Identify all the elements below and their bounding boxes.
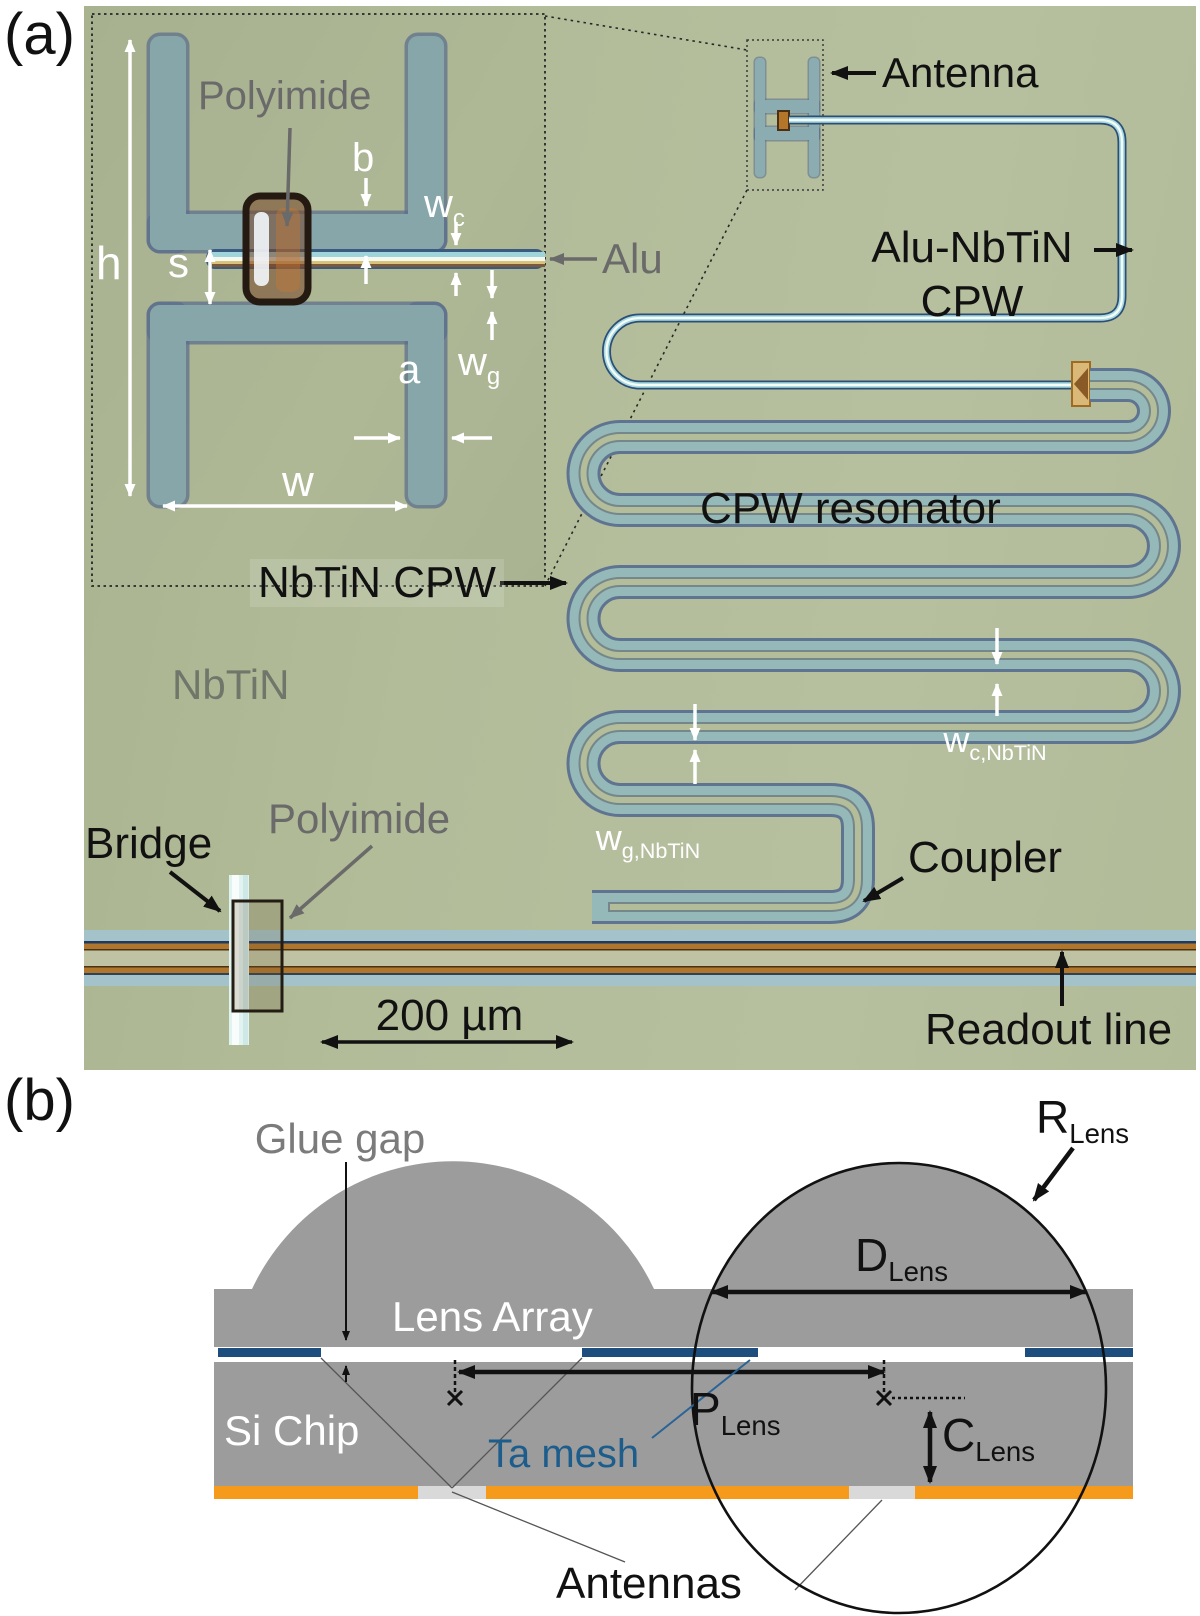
- panel-b-tag: (b): [4, 1068, 75, 1133]
- ta-mesh-pointer: [651, 1359, 751, 1439]
- label-antennas: Antennas: [556, 1559, 742, 1608]
- label-si-chip: Si Chip: [224, 1407, 360, 1454]
- si-chip-body: [214, 1362, 1133, 1486]
- panel-a-tag: (a): [4, 2, 75, 67]
- label-b: b: [352, 136, 375, 180]
- label-ta-mesh: Ta mesh: [488, 1432, 640, 1476]
- label-nbtin-film: NbTiN: [172, 661, 290, 708]
- label-alu: Alu: [602, 235, 663, 282]
- r-lens-arrow: [1032, 1146, 1075, 1202]
- antenna-layer: [214, 1486, 1133, 1499]
- ta-mesh-bars: [218, 1348, 1133, 1357]
- readout-line-graphic: [84, 930, 1196, 986]
- label-inset-polyimide: Polyimide: [198, 74, 372, 118]
- alu-nbtin-cpw-line: [602, 115, 1127, 390]
- label-s: s: [168, 239, 189, 286]
- inset-frame: [91, 13, 546, 587]
- label-readout-line: Readout line: [925, 1005, 1173, 1054]
- label-alu-nbtin-cpw: CPW: [920, 277, 1024, 326]
- nbtin-dimension-arrows: [689, 628, 1003, 784]
- label-wc-nbtin: wc,NbTiN: [943, 719, 1047, 766]
- label-cpw-resonator: CPW resonator: [700, 484, 1001, 533]
- label-antenna: Antenna: [882, 49, 1039, 96]
- label-polyimide-bottom: Polyimide: [268, 795, 451, 842]
- label-h: h: [96, 237, 122, 289]
- label-wg-nbtin: wg,NbTiN: [595, 817, 701, 864]
- label-alu-nbtin: Alu-NbTiN: [871, 223, 1073, 272]
- antenna-box: [746, 39, 824, 191]
- inset-polyimide-patch: [242, 192, 312, 306]
- lens-radius-circle: [690, 1161, 1108, 1615]
- antenna-slot-2: [849, 1486, 915, 1499]
- label-c-lens: CLens: [942, 1409, 1036, 1468]
- bridge-graphic: [229, 875, 284, 1045]
- label-lens-array: Lens Array: [392, 1293, 593, 1340]
- alu-nbtin-transition: [1071, 361, 1091, 407]
- focus-lines: [320, 1357, 883, 1591]
- inset-pointer-arrows: [281, 127, 597, 265]
- panel-a-label-arrows: [168, 66, 1134, 1049]
- label-bridge: Bridge: [85, 819, 213, 868]
- lens-dome-right: [713, 1162, 1085, 1289]
- label-wg: wg: [458, 340, 501, 390]
- label-coupler: Coupler: [908, 833, 1063, 882]
- panel-a-gray-arrows: [288, 844, 374, 920]
- label-w-dim: w: [282, 457, 314, 506]
- inset-dimension-arrows: [124, 39, 498, 512]
- lens-array-slab: [214, 1289, 1133, 1347]
- lens-dome-left: [252, 1161, 654, 1289]
- label-scale-bar: 200 µm: [375, 991, 524, 1040]
- antenna-feed-patch: [777, 110, 790, 131]
- label-glue-gap: Glue gap: [254, 1115, 426, 1162]
- label-wc: wc: [424, 182, 465, 232]
- label-a-dim: a: [398, 348, 421, 392]
- label-nbtin-cpw: NbTiN CPW: [250, 559, 504, 607]
- label-p-lens: PLens: [690, 1383, 781, 1442]
- panel-b-schematic: [214, 1146, 1133, 1615]
- bridge-polyimide-box: [231, 899, 284, 1013]
- label-d-lens: DLens: [855, 1229, 949, 1288]
- label-r-lens: RLens: [1036, 1091, 1130, 1150]
- focus-x-markers: [446, 1360, 965, 1407]
- cpw-resonator-meander: [566, 368, 1181, 924]
